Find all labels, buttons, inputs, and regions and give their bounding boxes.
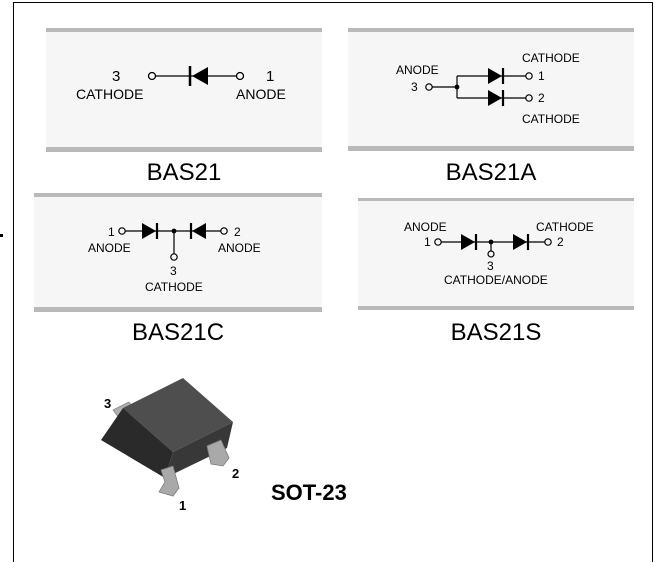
bas21a-diode-top-triangle [488, 68, 502, 84]
bas21s-right-pin: 2 [557, 235, 564, 249]
bas21s-schematic: ANODE 1 CATHODE 2 3 CATHODE/ANODE [404, 220, 594, 287]
sot23-pin1-label: 1 [179, 498, 186, 513]
bas21-title: BAS21 [146, 159, 222, 186]
bas21c-terminal-mid [170, 253, 178, 261]
bas21a-cathode-bottom-pin: 2 [538, 91, 545, 105]
bas21s-diagram: ANODE 1 CATHODE 2 3 CATHODE/ANODE [358, 201, 634, 306]
bas21s-terminal-left [434, 238, 442, 246]
panel-bas21c: 1 ANODE 2 ANODE 3 CATHODE BAS21C [34, 193, 322, 353]
sot23-body-top [123, 378, 233, 452]
bas21c-left-pin: 1 [108, 225, 115, 239]
panel-bottom-bar [358, 306, 634, 310]
edge-mark [0, 234, 3, 237]
bas21c-diagram: 1 ANODE 2 ANODE 3 CATHODE [34, 197, 322, 307]
sot23-lead-2 [206, 439, 230, 467]
package-name: SOT-23 [271, 480, 347, 505]
panel-bas21s: ANODE 1 CATHODE 2 3 CATHODE/ANODE BAS21S [358, 198, 634, 353]
bas21s-right-name: CATHODE [536, 220, 594, 234]
bas21c-title: BAS21C [131, 319, 225, 346]
bas21a-title: BAS21A [445, 159, 537, 186]
sot23-body-side [165, 422, 233, 478]
figure-frame [13, 2, 653, 562]
bas21a-anode-label: ANODE [396, 63, 439, 77]
bas21a-terminal-anode [425, 83, 433, 91]
bas21s-terminal-mid [487, 250, 495, 258]
bas21s-left-pin: 1 [424, 235, 431, 249]
panel-bottom-bar [46, 147, 322, 152]
bas21s-left-name: ANODE [404, 220, 447, 234]
sot23-pin2-label: 2 [232, 466, 239, 481]
bas21c-terminal-right [220, 227, 228, 235]
bas21a-diagram: ANODE 3 CATHODE 1 2 CATHODE [348, 32, 634, 146]
bas21a-cathode-bottom-label: CATHODE [522, 112, 580, 126]
panel-top-bar [358, 198, 634, 201]
sot23-pin3-label: 3 [104, 396, 111, 411]
bas21a-schematic: ANODE 3 CATHODE 1 2 CATHODE [396, 51, 580, 126]
bas21s-title: BAS21S [450, 319, 542, 346]
bas21c-terminal-left [118, 227, 126, 235]
panel-bottom-bar [34, 307, 322, 312]
bas21a-terminal-cathode-top [525, 72, 533, 80]
bas21-terminal-left [147, 71, 157, 81]
bas21s-mid-pin: 3 [487, 259, 494, 273]
panel-bottom-bar [348, 146, 634, 151]
bas21s-terminal-right [544, 238, 552, 246]
bas21-pin-left-name: CATHODE [76, 86, 143, 102]
bas21c-diode-right-triangle [192, 223, 206, 239]
bas21a-anode-pin: 3 [411, 80, 418, 94]
bas21c-right-pin: 2 [234, 225, 241, 239]
bas21-diagram: 3 CATHODE 1 ANODE [46, 32, 322, 147]
sot23-lead-1 [158, 465, 180, 497]
panel-top-bar [46, 28, 322, 32]
panel-bas21: 3 CATHODE 1 ANODE BAS21 [46, 28, 322, 193]
bas21s-mid-name: CATHODE/ANODE [444, 273, 548, 287]
panel-top-bar [34, 193, 322, 197]
bas21c-mid-name: CATHODE [145, 280, 203, 294]
panel-top-bar [348, 28, 634, 32]
sot23-body-front [101, 408, 173, 478]
bas21c-right-name: ANODE [218, 241, 261, 255]
sot23-package-illustration: 3 2 1 [101, 378, 239, 513]
bas21s-diode-left-triangle [461, 234, 475, 250]
bas21c-left-name: ANODE [88, 241, 131, 255]
bas21a-terminal-cathode-bottom [525, 94, 533, 102]
bas21c-diode-left-triangle [142, 223, 156, 239]
bas21a-cathode-top-label: CATHODE [522, 51, 580, 65]
bas21-terminal-right [235, 71, 245, 81]
bas21-pin-right-name: ANODE [236, 86, 286, 102]
bas21a-diode-bottom-triangle [488, 90, 502, 106]
bas21c-mid-pin: 3 [170, 264, 177, 278]
bas21-pin-left-number: 3 [112, 68, 120, 85]
bas21-schematic: 3 CATHODE 1 ANODE [76, 66, 286, 102]
bas21c-schematic: 1 ANODE 2 ANODE 3 CATHODE [88, 223, 261, 294]
panel-bas21a: ANODE 3 CATHODE 1 2 CATHODE BAS21A [348, 28, 634, 193]
bas21s-diode-right-triangle [513, 234, 527, 250]
bas21a-cathode-top-pin: 1 [538, 69, 545, 83]
bas21-diode-triangle [192, 67, 208, 85]
bas21-pin-right-number: 1 [266, 68, 274, 85]
